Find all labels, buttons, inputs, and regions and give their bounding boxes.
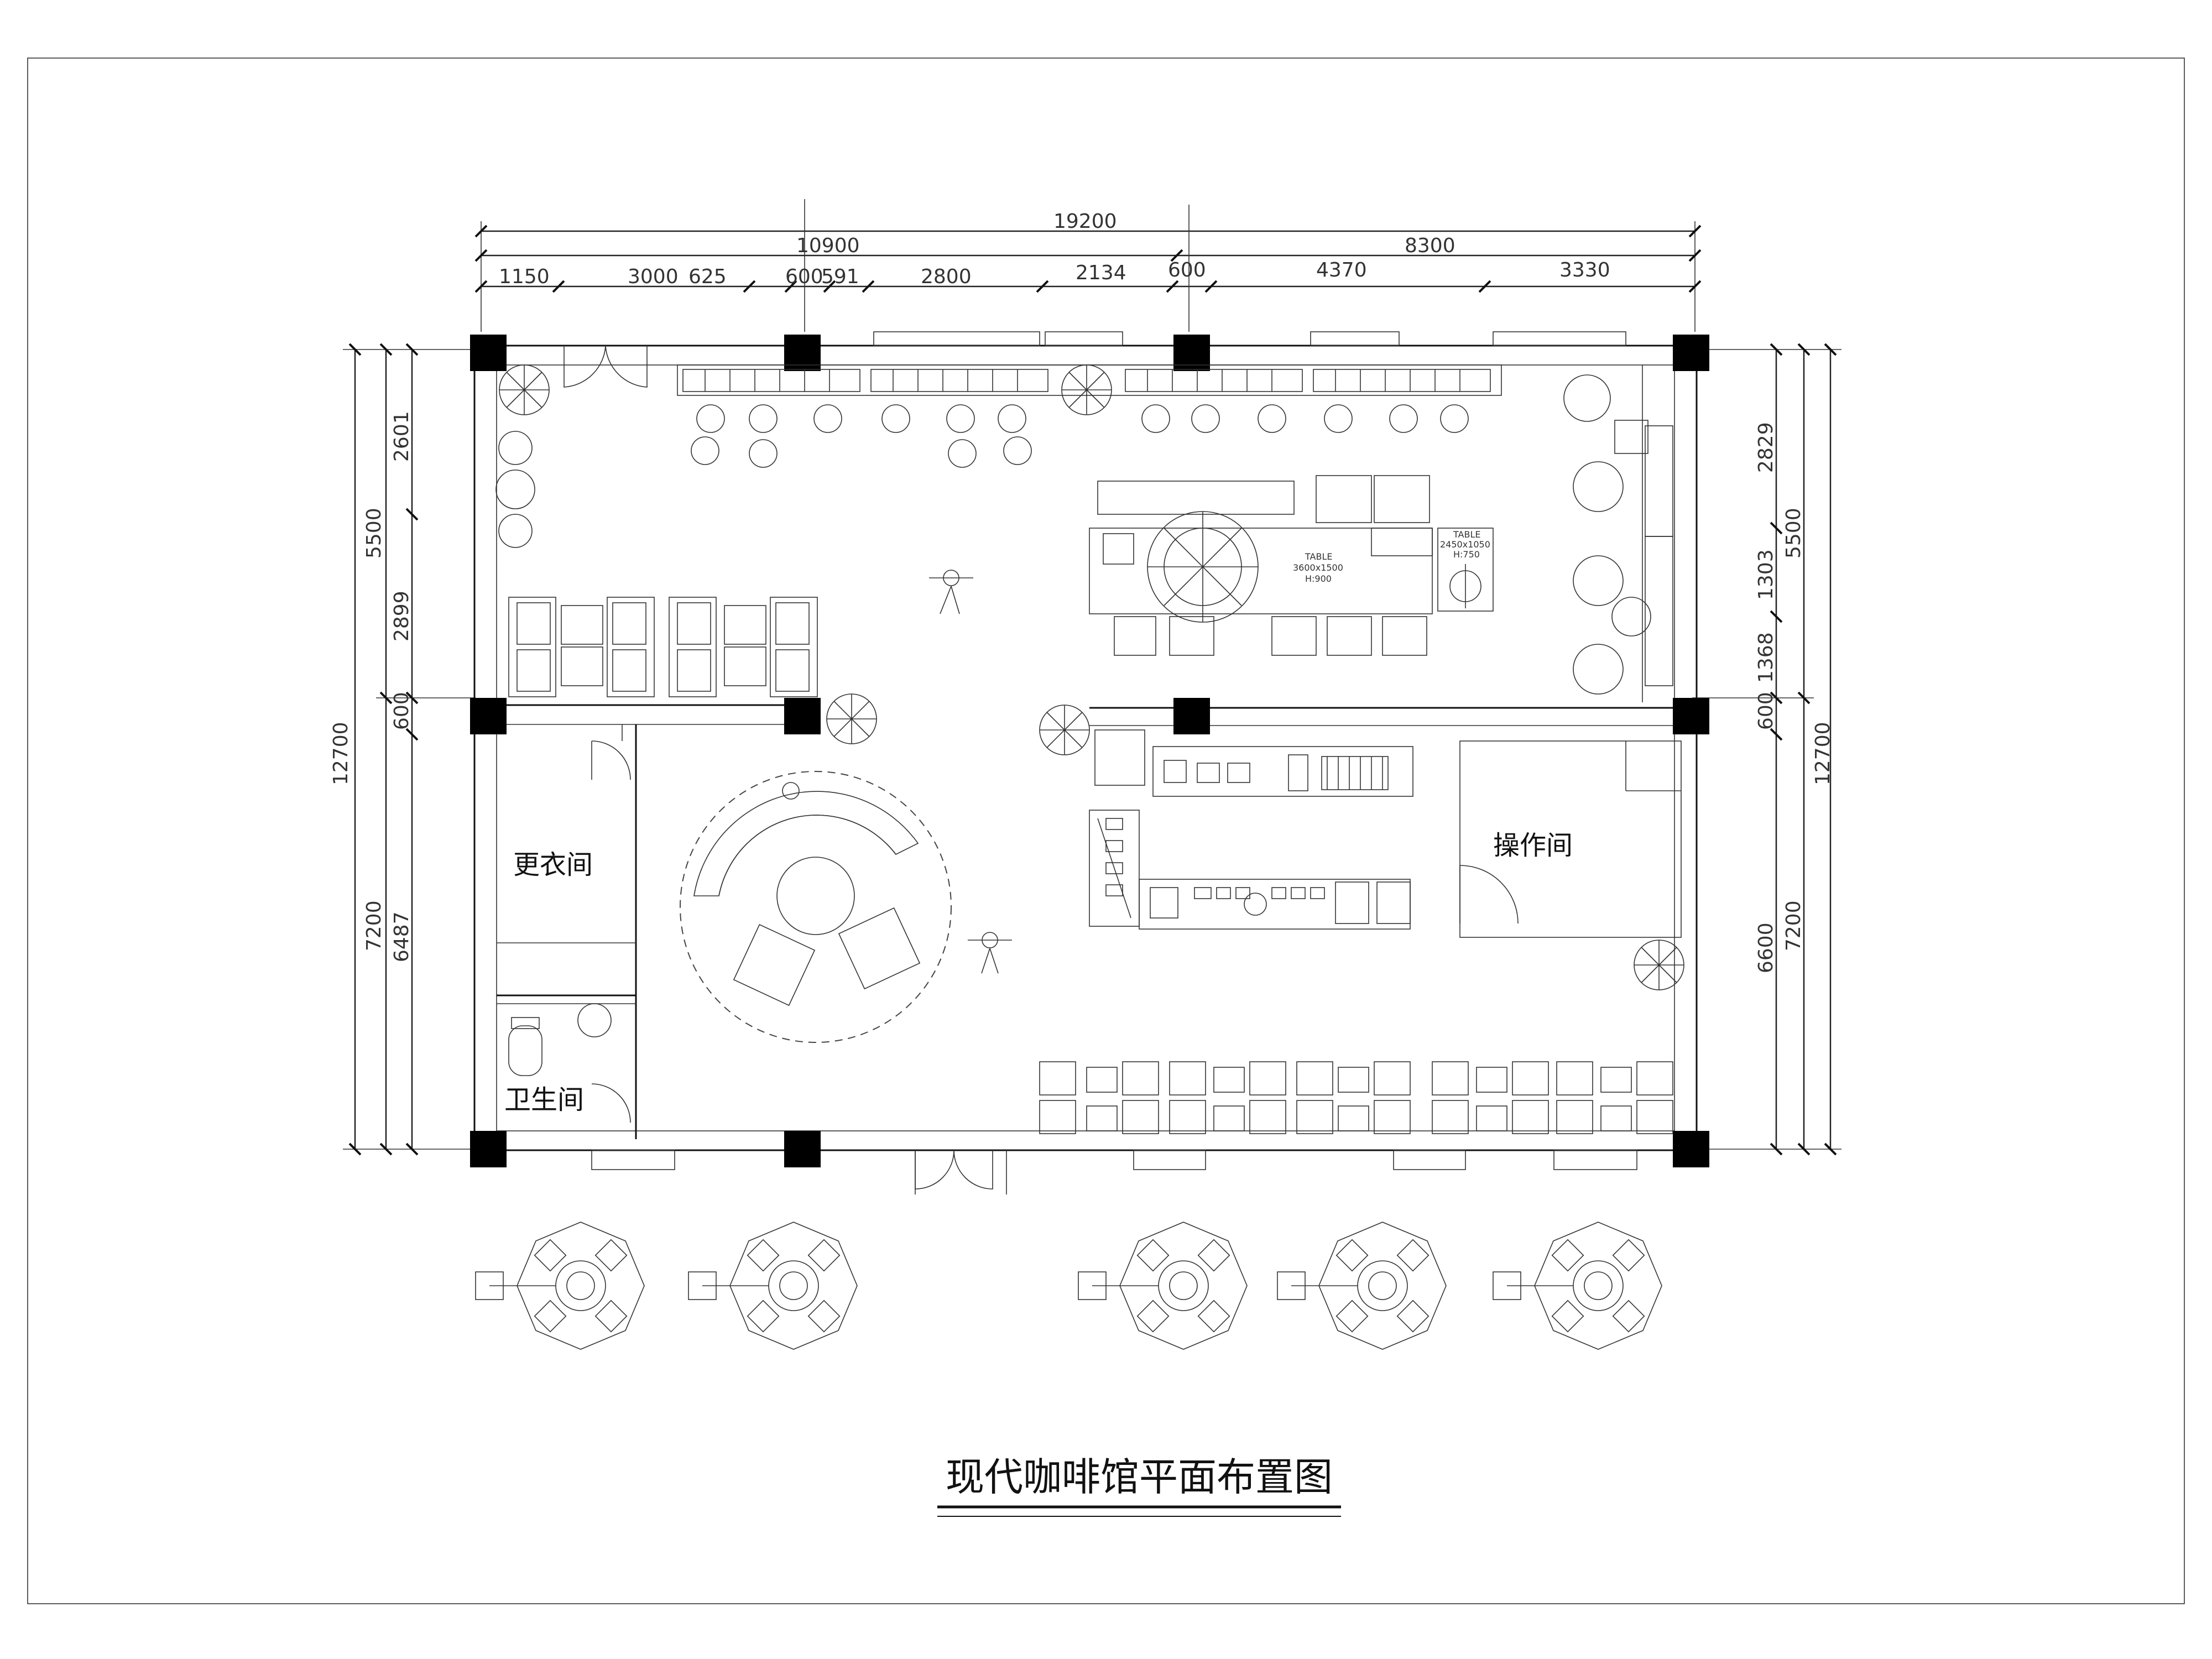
dim-right-total: 12700 (1812, 722, 1834, 785)
left-wall-seating (495, 431, 535, 548)
dim-right-seg-1: 2829 (1755, 422, 1777, 473)
outdoor-umbrella-tables (475, 1222, 1662, 1350)
dim-top-seg-2: 3000 (628, 265, 679, 288)
dim-top-seg-3: 625 (688, 265, 727, 288)
dim-left-seg-4: 6487 (390, 911, 413, 962)
people-figures (929, 570, 1012, 974)
label-operation-room: 操作间 (1493, 830, 1573, 861)
restroom-fixtures (508, 1003, 612, 1076)
bottom-dining-tables (1039, 1061, 1673, 1134)
right-lounge-chairs (1563, 374, 1651, 695)
dim-top-seg-1: 1150 (499, 265, 550, 288)
dim-left-total: 12700 (330, 722, 352, 785)
dim-right-seg-3: 1368 (1755, 632, 1777, 683)
exterior-walls (473, 331, 1698, 1194)
drawing-frame (27, 58, 2185, 1604)
drawing-title: 现代咖啡馆平面布置图 (946, 1454, 1333, 1500)
dim-left-upper: 5500 (363, 508, 385, 559)
dim-top-seg-10: 3330 (1559, 259, 1610, 281)
dim-right-seg-4: 600 (1755, 692, 1777, 730)
small-table-height: H:750 (1453, 549, 1480, 560)
right-dimensions: 12700 5500 7200 2829 1303 1368 600 6600 (1692, 343, 1841, 1156)
big-table-size: 3600x1500 (1293, 562, 1343, 573)
dim-top-seg-6: 2800 (921, 265, 972, 288)
booth-seating-left (508, 597, 818, 697)
left-dimensions: 12700 5500 7200 2601 2899 600 6487 (330, 343, 476, 1156)
dim-right-upper: 5500 (1782, 508, 1805, 559)
bar-counter (1089, 729, 1413, 930)
dim-top-seg-7: 2134 (1076, 262, 1126, 284)
dim-top-right: 8300 (1405, 234, 1455, 257)
dim-left-lower: 7200 (363, 900, 385, 951)
indoor-plants (499, 364, 1684, 990)
dim-right-seg-5: 6600 (1755, 922, 1777, 973)
label-changing-room: 更衣间 (513, 849, 593, 880)
dim-top-seg-8: 600 (1168, 259, 1206, 281)
dim-top-seg-4: 600 (785, 265, 823, 288)
structural-columns (470, 335, 1709, 1167)
round-sofa-lounge (680, 771, 952, 1043)
dim-left-seg-1: 2601 (390, 411, 413, 462)
top-dimensions: 19200 10900 8300 1150 3000 625 600 591 2… (474, 199, 1702, 332)
window-banquette (677, 364, 1502, 396)
big-communal-table: TABLE 3600x1500 H:900 (1089, 475, 1433, 656)
dim-top-left: 10900 (796, 234, 860, 257)
small-table-name: TABLE (1453, 529, 1480, 540)
small-table-size: 2450x1050 (1440, 539, 1490, 550)
bar-stools-row (691, 404, 1469, 468)
label-restroom: 卫生间 (504, 1084, 584, 1115)
big-table-name: TABLE (1305, 551, 1332, 562)
dim-top-total: 19200 (1053, 210, 1117, 233)
dim-left-seg-2: 2899 (390, 591, 413, 641)
big-table-height: H:900 (1305, 573, 1332, 584)
dim-right-lower: 7200 (1782, 900, 1805, 951)
dim-right-seg-2: 1303 (1755, 549, 1777, 600)
dim-left-seg-3: 600 (390, 692, 413, 730)
small-table: TABLE 2450x1050 H:750 (1437, 528, 1494, 612)
dim-top-seg-5: 591 (821, 265, 859, 288)
dim-top-seg-9: 4370 (1316, 259, 1367, 281)
